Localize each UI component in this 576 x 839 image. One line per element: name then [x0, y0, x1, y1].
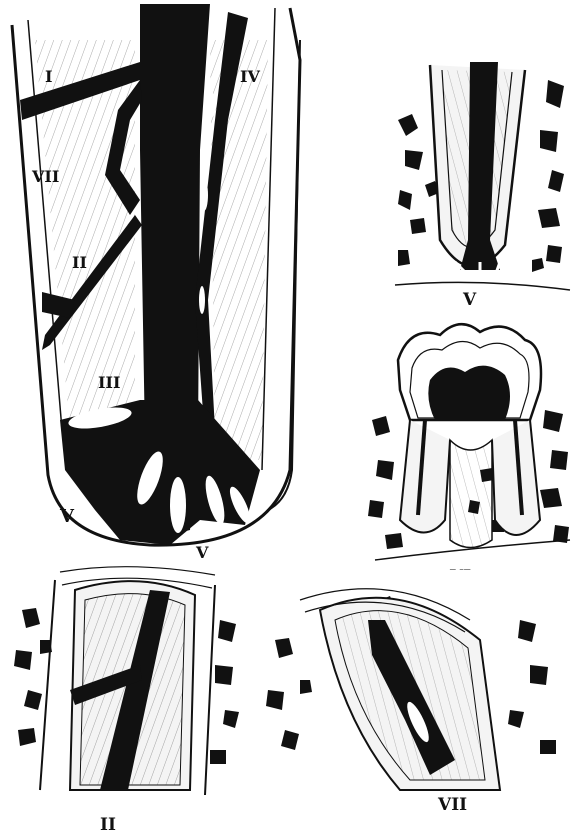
molar-furcation: [450, 440, 492, 548]
label-i: I: [45, 67, 52, 86]
label-vii: VII: [31, 167, 59, 186]
label-v-bottom: V: [195, 543, 209, 562]
canal-gap-c: [199, 286, 205, 314]
split-canal-panel-label: VII: [437, 795, 467, 815]
label-iii: III: [98, 373, 120, 392]
label-ii: II: [72, 253, 87, 272]
split-canal-panel: VII: [262, 570, 562, 815]
molar-panel: VI: [368, 324, 576, 587]
main-root-diagram: I IV VII II III V V: [12, 4, 300, 562]
delta-gap-3: [170, 477, 186, 533]
label-iv: IV: [240, 67, 260, 86]
apex-panel: V: [390, 60, 570, 310]
apex-panel-label: V: [462, 290, 477, 310]
molar-pulp-chamber: [428, 366, 510, 420]
lateral-canal-panel-label: II: [100, 815, 116, 835]
canal-gap-b: [200, 179, 208, 211]
lateral-canal-panel: II: [10, 567, 242, 835]
label-v-left: V: [59, 506, 75, 527]
canal-gap-a: [208, 93, 216, 117]
